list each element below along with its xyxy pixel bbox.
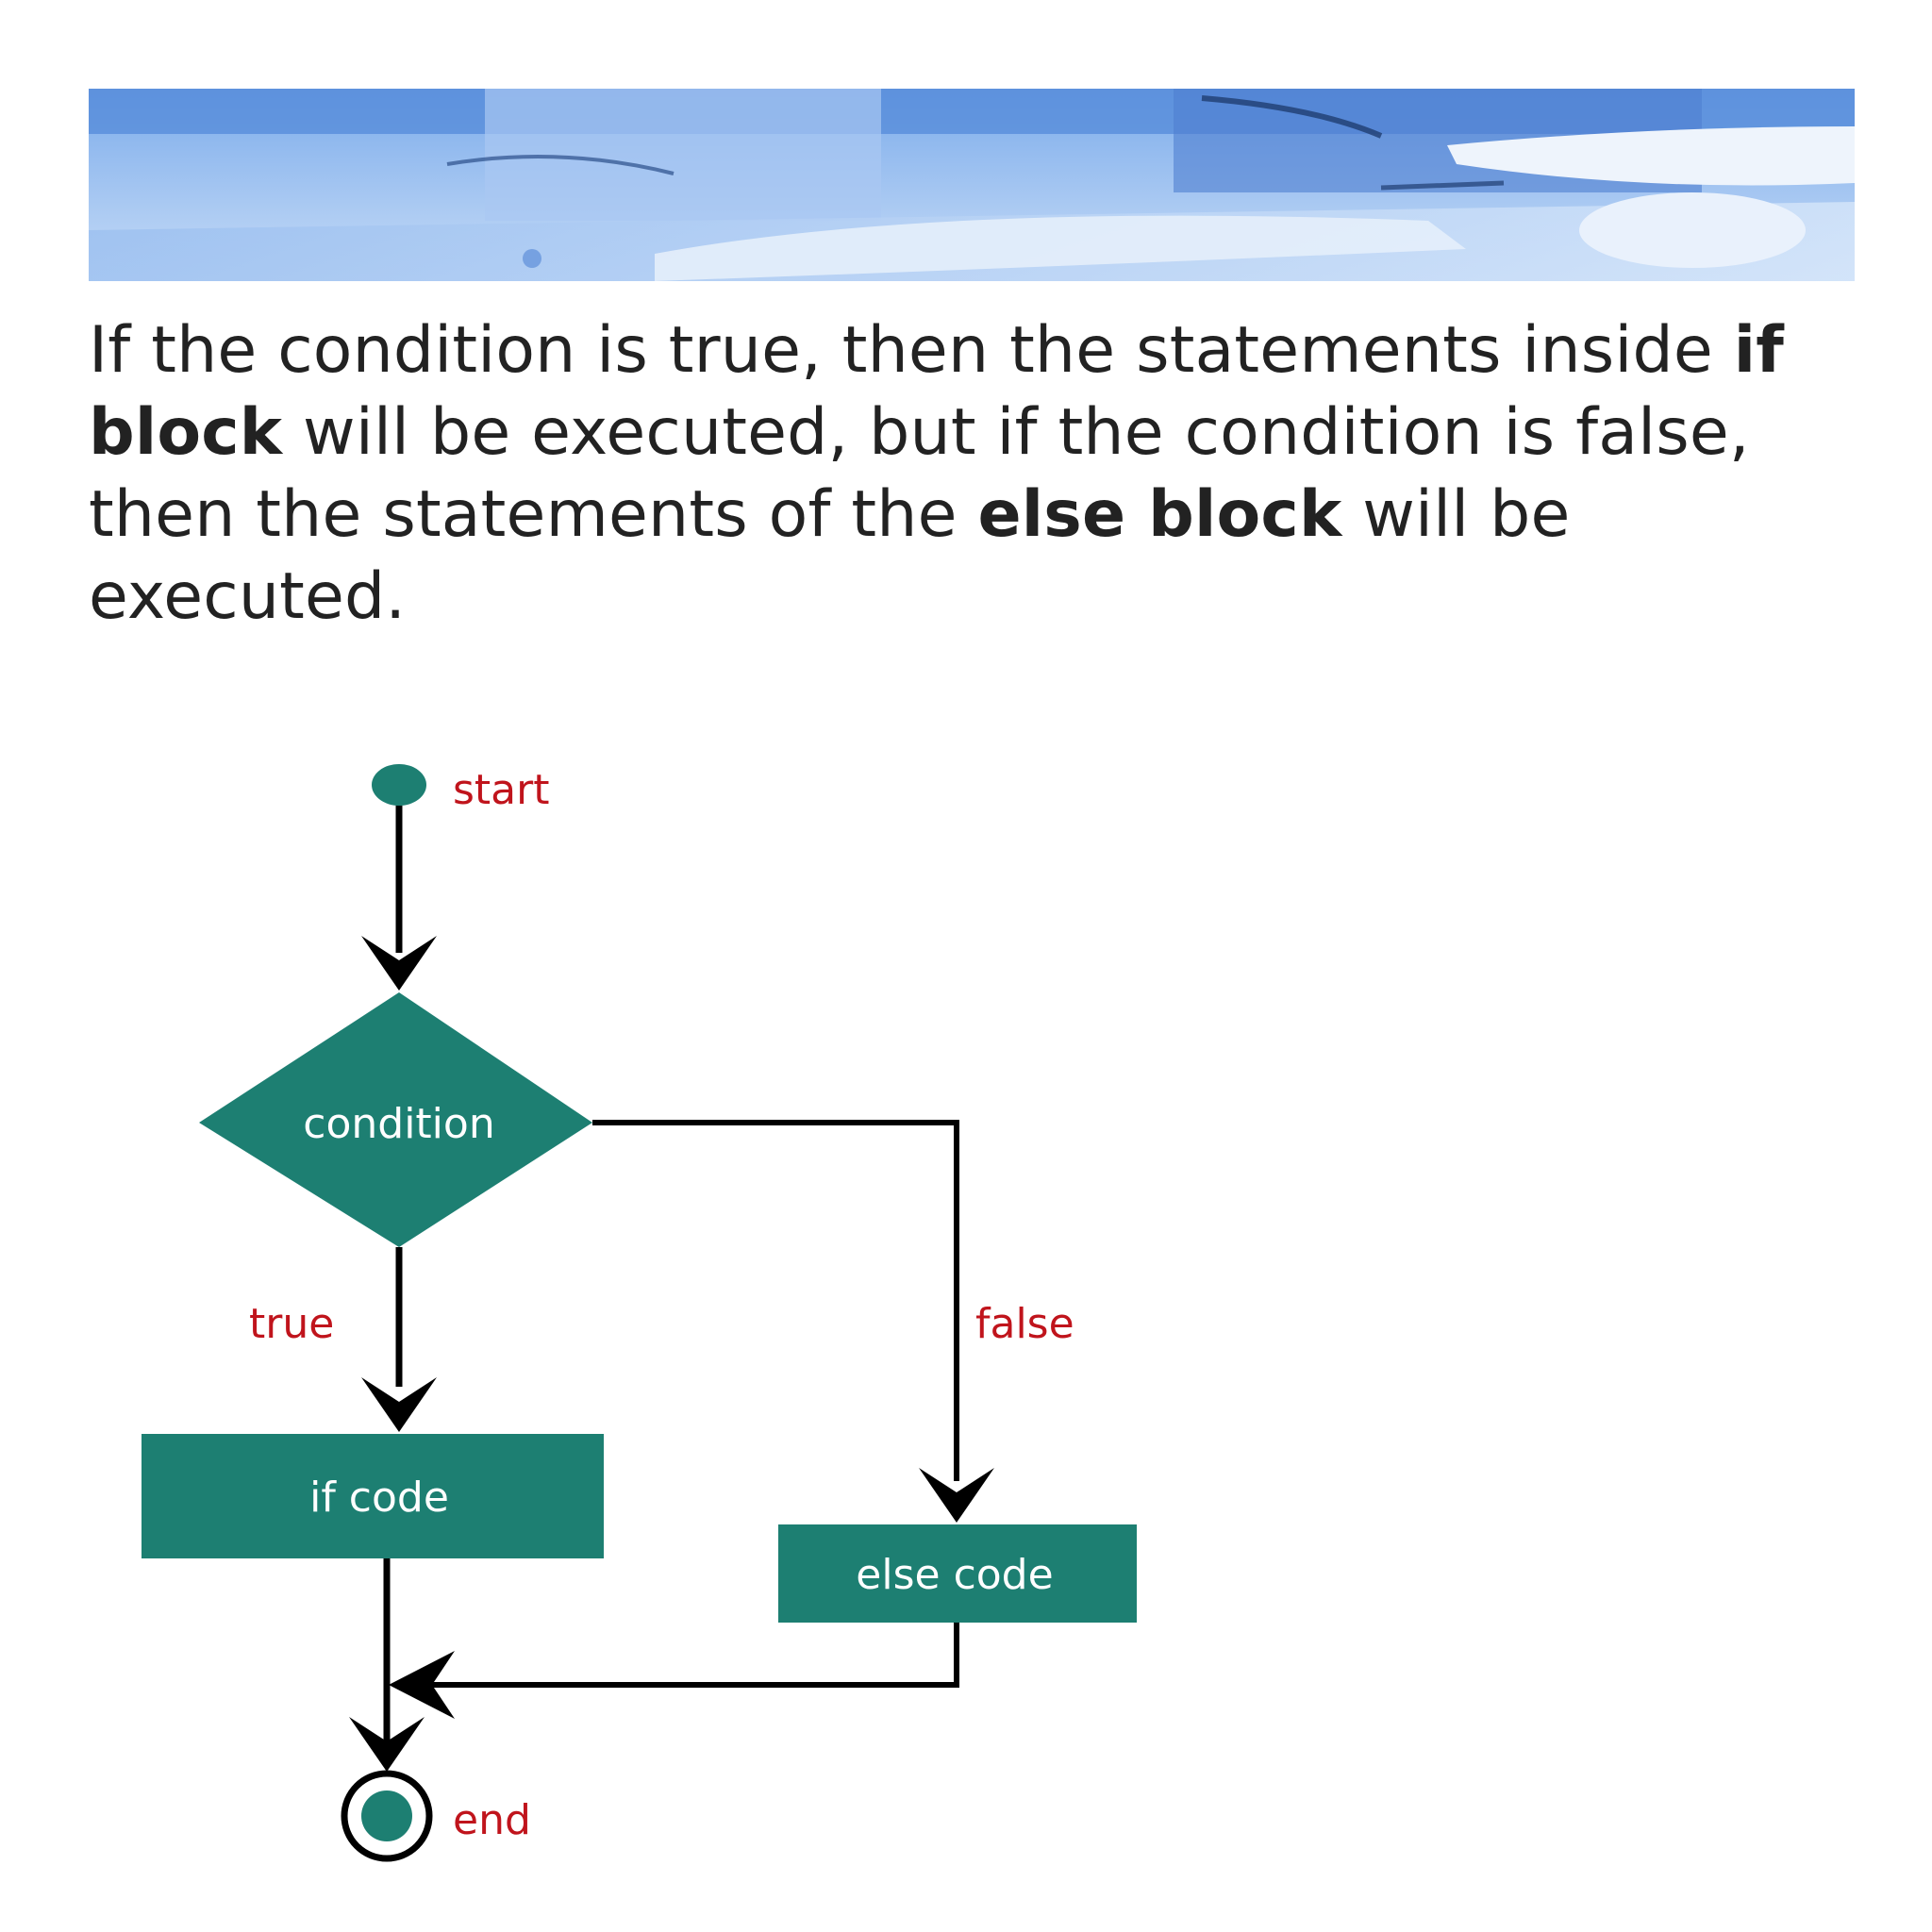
description-text-1: If the condition is true, then the state… — [89, 313, 1734, 388]
arrowhead-merge — [389, 1651, 455, 1719]
end-node-ring — [341, 1770, 433, 1862]
else-code-box — [778, 1524, 1137, 1623]
else-code-label: else code — [856, 1551, 1053, 1599]
description-text-3: will be executed. — [89, 477, 1571, 634]
end-node — [361, 1790, 412, 1841]
arrow-false-branch — [592, 1120, 959, 1481]
description-text-2: will be executed, but if the condition i… — [89, 395, 1750, 552]
if-code-box — [142, 1434, 604, 1558]
condition-label: condition — [303, 1100, 494, 1148]
if-code-label: if code — [309, 1474, 449, 1522]
header-banner-image — [89, 89, 1855, 281]
true-label: true — [249, 1300, 334, 1348]
description-paragraph: If the condition is true, then the state… — [89, 309, 1862, 638]
banner-graphic — [89, 89, 1855, 281]
if-block-term: if block — [89, 313, 1785, 470]
arrowhead-if-code — [361, 1377, 437, 1432]
arrowhead-else-code — [919, 1468, 994, 1523]
arrow-else-merge — [406, 1623, 959, 1688]
arrowhead-condition — [361, 936, 437, 991]
condition-diamond — [199, 992, 592, 1247]
else-block-term: else block — [977, 477, 1342, 552]
false-label: false — [975, 1300, 1074, 1348]
end-label: end — [453, 1796, 531, 1844]
start-label: start — [453, 766, 549, 814]
arrowhead-end — [349, 1717, 425, 1772]
start-node — [372, 764, 426, 806]
